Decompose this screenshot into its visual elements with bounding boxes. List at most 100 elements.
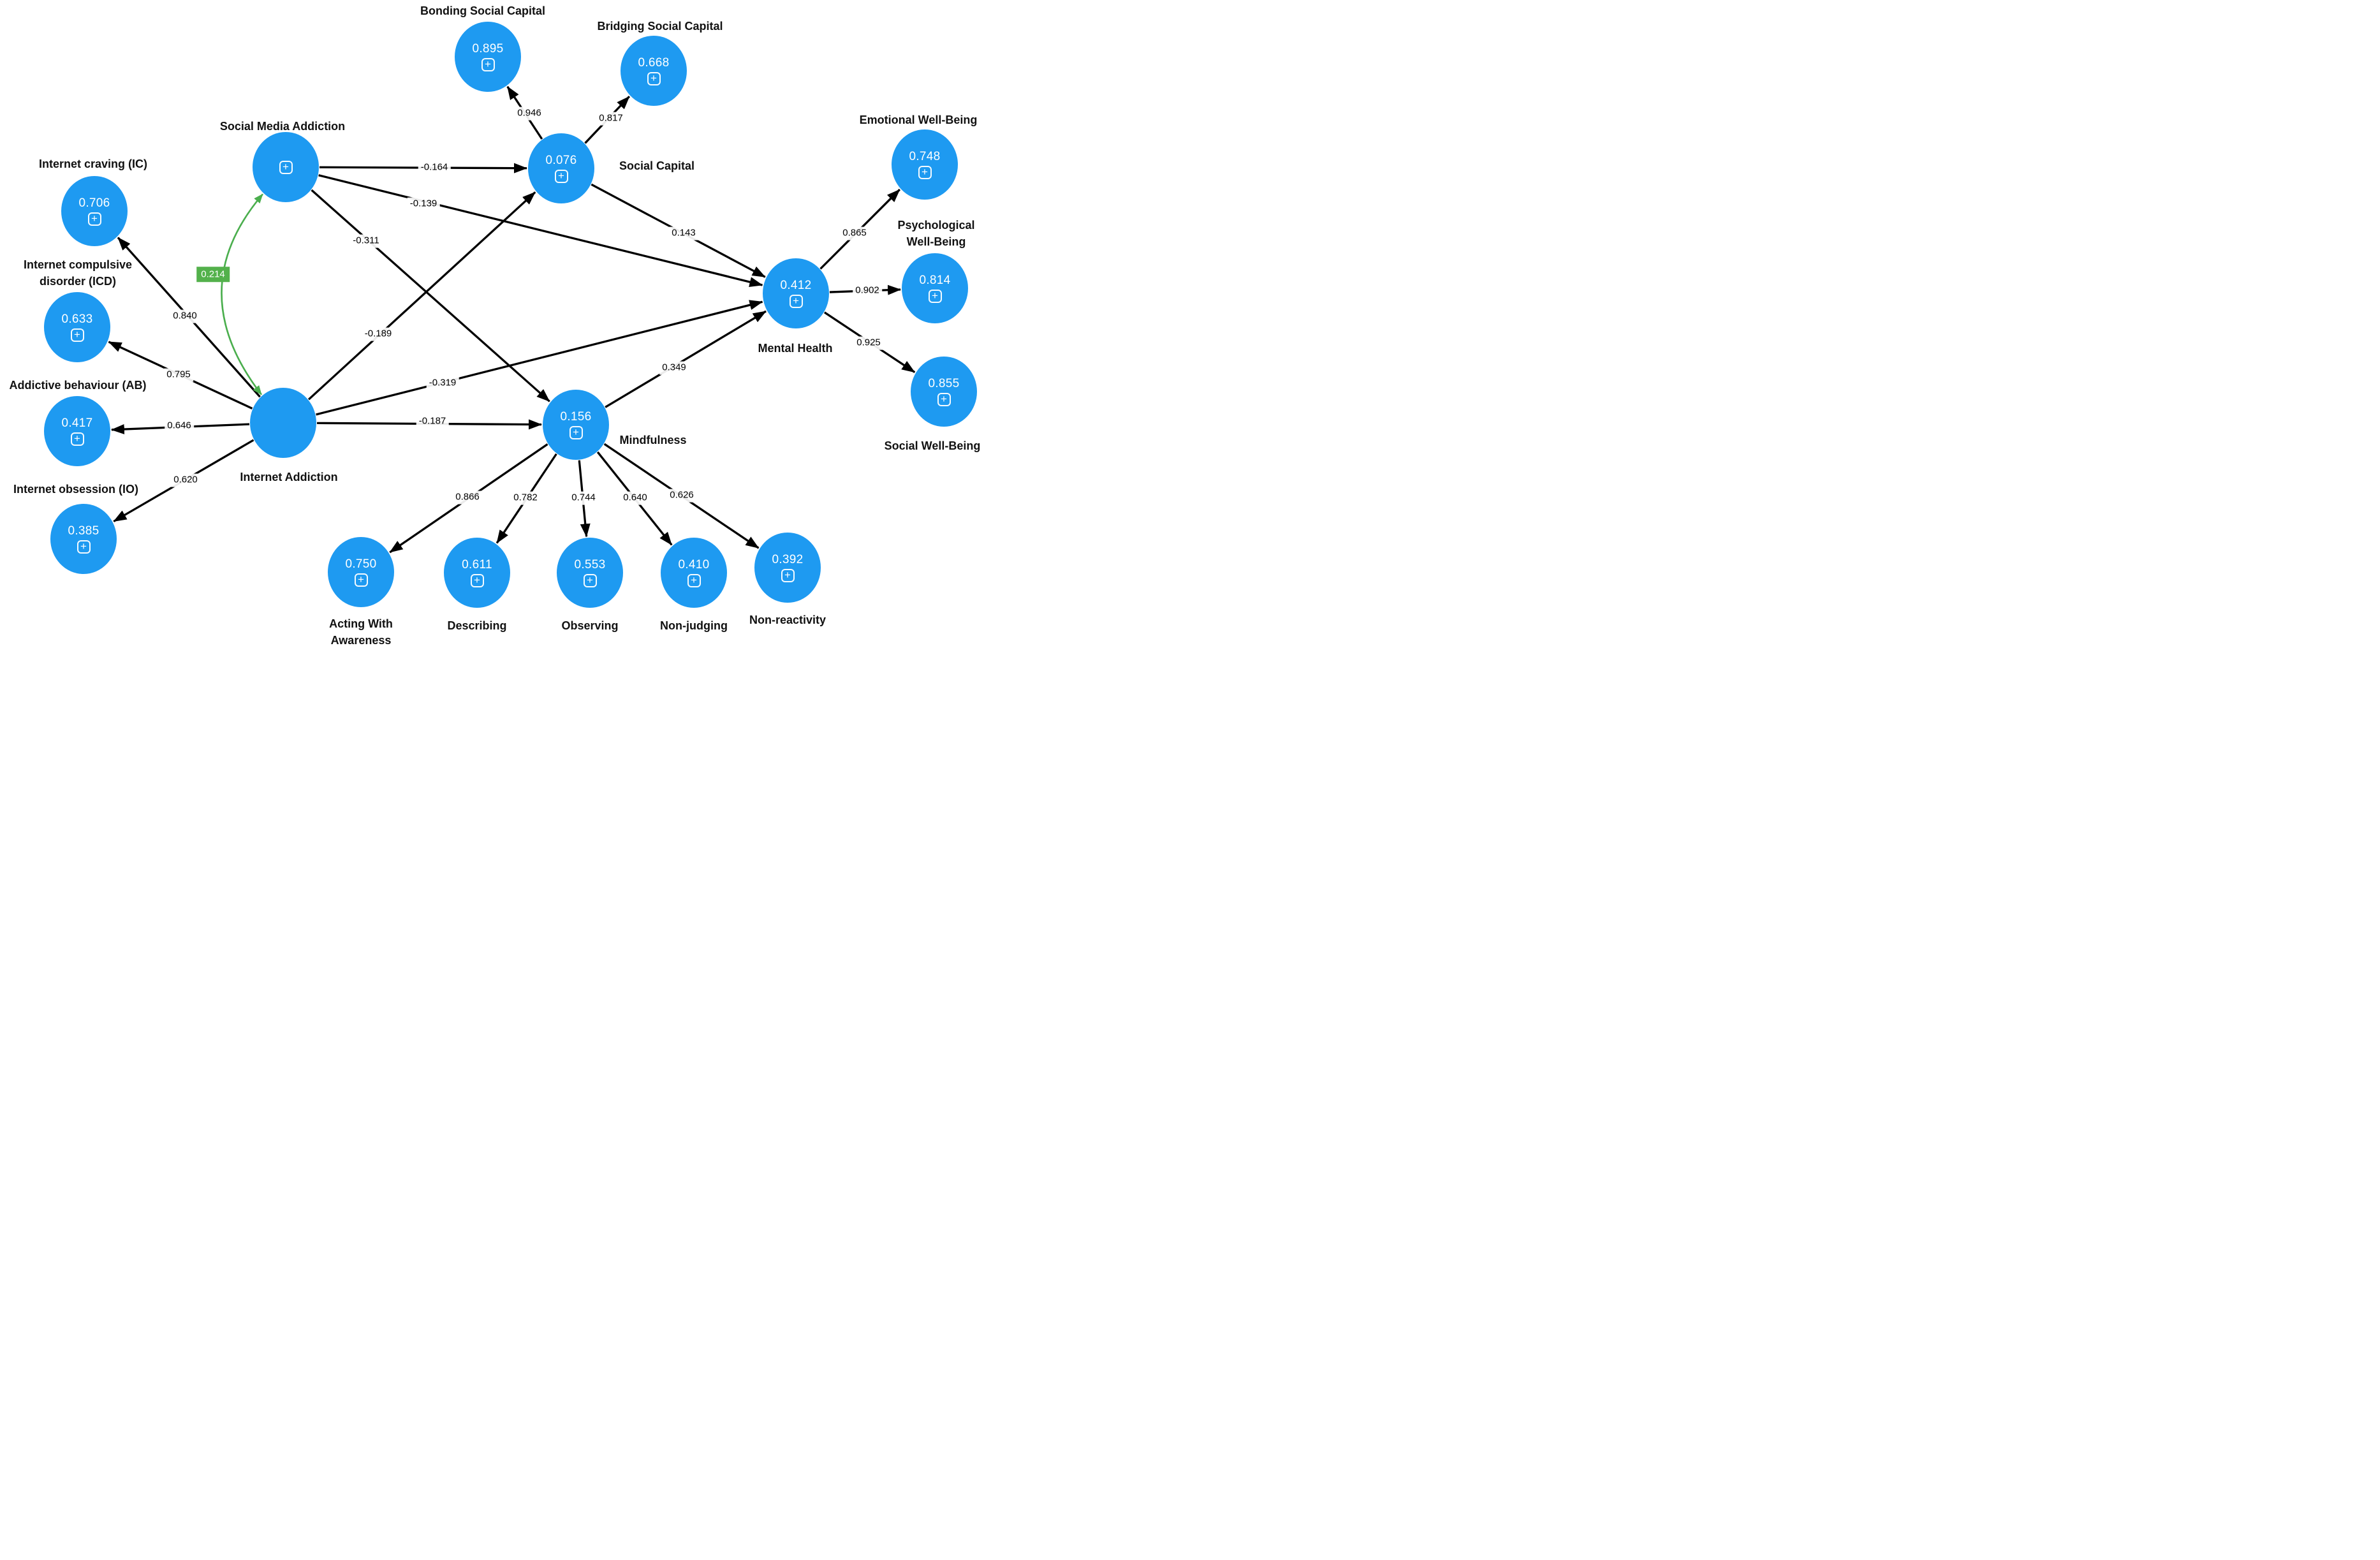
- node-title-sma: Social Media Addiction: [220, 118, 345, 135]
- path-coefficient-ia-to-mh[interactable]: -0.319: [426, 376, 459, 390]
- latent-node-desc[interactable]: 0.611 +: [444, 538, 510, 608]
- latent-node-nr[interactable]: 0.392+: [754, 533, 821, 603]
- path-coefficient-mind-to-nr[interactable]: 0.626: [667, 489, 696, 503]
- path-coefficient-social_capital-to-bridging[interactable]: 0.817: [596, 112, 626, 126]
- node-title-desc: Describing: [447, 617, 506, 634]
- expand-plus-icon[interactable]: +: [781, 568, 795, 582]
- node-value-ab: 0.417: [61, 416, 93, 430]
- node-value-desc: 0.611: [462, 557, 492, 571]
- latent-node-icd[interactable]: 0.633+: [44, 292, 110, 362]
- latent-node-social_capital[interactable]: 0.076+: [528, 133, 594, 203]
- node-title-line: Social Capital: [619, 159, 695, 172]
- latent-node-sma[interactable]: +: [253, 132, 319, 202]
- node-title-line: Describing: [447, 619, 507, 632]
- plus-glyph: +: [932, 289, 938, 302]
- node-value-ewb: 0.748: [909, 149, 941, 163]
- latent-node-awa[interactable]: 0.750 +: [328, 537, 394, 607]
- path-coefficient-ia-to-io[interactable]: 0.620: [171, 473, 200, 487]
- path-coefficient-mind-to-mh[interactable]: 0.349: [659, 361, 689, 375]
- latent-node-obs[interactable]: 0.553+: [557, 538, 623, 608]
- latent-node-mind[interactable]: 0.156+: [543, 390, 609, 460]
- node-title-ia: Internet Addiction: [240, 469, 337, 485]
- path-coefficient-sma-to-social_capital[interactable]: -0.164: [418, 161, 451, 175]
- expand-plus-icon[interactable]: +: [279, 160, 293, 174]
- node-title-io: Internet obsession (IO): [13, 481, 138, 497]
- path-coefficient-mh-to-ewb[interactable]: 0.865: [840, 226, 869, 240]
- latent-node-ic[interactable]: 0.706 +: [61, 176, 128, 246]
- node-title-line: Internet compulsive: [23, 258, 133, 271]
- path-coefficient-social_capital-to-mh[interactable]: 0.143: [669, 226, 698, 240]
- latent-node-bonding[interactable]: 0.895+: [455, 22, 521, 92]
- path-arrow-ia-to-mh[interactable]: [316, 300, 763, 416]
- path-coefficient-mind-to-nj[interactable]: 0.640: [621, 491, 650, 505]
- expand-plus-icon[interactable]: +: [554, 169, 568, 183]
- node-title-line: Internet craving (IC): [38, 158, 148, 170]
- path-coefficient-mind-to-obs[interactable]: 0.744: [569, 491, 598, 505]
- path-coefficient-ia-to-ic[interactable]: 0.840: [170, 309, 200, 323]
- latent-node-swb[interactable]: 0.855 +: [911, 357, 977, 427]
- node-value-ic: 0.706: [78, 196, 110, 210]
- plus-glyph: +: [358, 573, 364, 585]
- node-title-line: Non-judging: [660, 619, 728, 632]
- expand-plus-icon[interactable]: +: [789, 294, 803, 308]
- path-coefficient-ia-to-mind[interactable]: -0.187: [416, 415, 449, 429]
- path-coefficient-social_capital-to-bonding[interactable]: 0.946: [515, 107, 544, 121]
- node-title-line: Well-Being: [906, 235, 966, 248]
- node-title-swb: Social Well-Being: [885, 438, 981, 454]
- path-coefficient-mind-to-awa[interactable]: 0.866: [453, 490, 482, 504]
- expand-plus-icon[interactable]: +: [928, 289, 942, 303]
- expand-plus-icon[interactable]: +: [481, 57, 495, 71]
- expand-plus-icon[interactable]: +: [687, 573, 701, 587]
- expand-plus-icon[interactable]: +: [937, 392, 951, 406]
- expand-plus-icon[interactable]: +: [647, 71, 661, 85]
- expand-plus-icon[interactable]: +: [77, 540, 91, 554]
- plus-glyph: +: [74, 328, 80, 341]
- path-arrow-mind-to-mh[interactable]: [605, 310, 767, 408]
- latent-node-ia[interactable]: [250, 388, 316, 458]
- node-title-social_capital: Social Capital: [619, 158, 694, 174]
- path-coefficient-mind-to-desc[interactable]: 0.782: [511, 491, 540, 505]
- path-coefficient-sma-to-mind[interactable]: -0.311: [350, 234, 382, 248]
- plus-glyph: +: [558, 169, 564, 182]
- expand-plus-icon[interactable]: +: [354, 573, 368, 587]
- expand-plus-icon[interactable]: +: [470, 573, 484, 587]
- latent-node-mh[interactable]: 0.412+: [763, 258, 829, 328]
- expand-plus-icon[interactable]: +: [70, 328, 84, 342]
- node-title-line: Bridging Social Capital: [597, 20, 723, 33]
- correlation-coefficient-ia-sma[interactable]: 0.214: [196, 267, 230, 282]
- expand-plus-icon[interactable]: +: [70, 432, 84, 446]
- node-title-bonding: Bonding Social Capital: [420, 3, 545, 19]
- latent-node-bridging[interactable]: 0.668+: [621, 36, 687, 106]
- node-value-swb: 0.855: [928, 376, 960, 390]
- plus-glyph: +: [485, 57, 491, 70]
- path-coefficient-mh-to-pwb[interactable]: 0.902: [853, 284, 882, 298]
- path-coefficient-ia-to-ab[interactable]: 0.646: [165, 419, 194, 433]
- path-coefficient-sma-to-mh[interactable]: -0.139: [407, 197, 440, 211]
- expand-plus-icon[interactable]: +: [583, 573, 597, 587]
- expand-plus-icon[interactable]: +: [918, 165, 932, 179]
- path-coefficient-ia-to-icd[interactable]: 0.795: [164, 368, 193, 382]
- node-title-line: Addictive behaviour (AB): [9, 379, 147, 392]
- node-value-pwb: 0.814: [919, 273, 951, 287]
- latent-node-nj[interactable]: 0.410+: [661, 538, 727, 608]
- expand-plus-icon[interactable]: +: [569, 425, 583, 439]
- latent-node-ab[interactable]: 0.417 +: [44, 396, 110, 466]
- node-title-nr: Non-reactivity: [749, 612, 826, 628]
- path-arrow-sma-to-mind[interactable]: [311, 189, 550, 402]
- path-coefficient-mh-to-swb[interactable]: 0.925: [854, 336, 883, 350]
- node-title-line: Emotional Well-Being: [859, 114, 978, 126]
- expand-plus-icon[interactable]: +: [87, 212, 101, 226]
- latent-node-io[interactable]: 0.385+: [50, 504, 117, 574]
- node-title-line: Internet obsession (IO): [13, 483, 139, 496]
- latent-node-pwb[interactable]: 0.814 +: [902, 253, 968, 323]
- path-arrow-ia-to-social_capital[interactable]: [307, 191, 536, 401]
- node-title-mind: Mindfulness: [619, 432, 686, 448]
- path-coefficient-ia-to-social_capital[interactable]: -0.189: [362, 327, 395, 341]
- node-value-awa: 0.750: [345, 557, 377, 571]
- latent-node-ewb[interactable]: 0.748 +: [892, 129, 958, 200]
- correlation-arrow-ia-sma[interactable]: [221, 193, 263, 395]
- path-arrow-sma-to-mh[interactable]: [318, 174, 763, 287]
